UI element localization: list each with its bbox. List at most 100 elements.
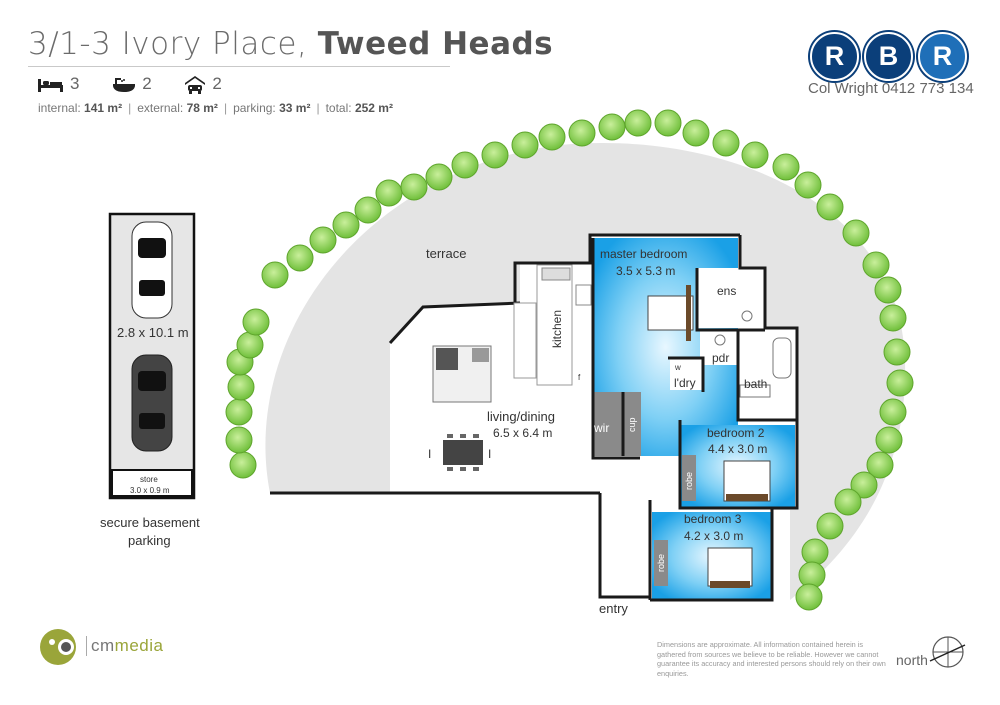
- cup-label: cup: [627, 417, 637, 432]
- robe-b2-label: robe: [684, 472, 694, 490]
- store-room: [111, 469, 193, 497]
- wir-room: [593, 392, 623, 456]
- tree: [481, 141, 509, 169]
- tree: [286, 244, 314, 272]
- tree: [225, 398, 253, 426]
- garden-trees: [225, 109, 914, 611]
- car-icon: [185, 75, 206, 94]
- bedroom-3-label: bedroom 3: [684, 512, 742, 526]
- living-label: living/dining: [487, 409, 555, 424]
- robe-b2: [682, 455, 696, 501]
- tree: [772, 153, 800, 181]
- basement-label-1: secure basement: [100, 515, 200, 530]
- tree: [598, 113, 626, 141]
- pdr-label: pdr: [712, 351, 729, 365]
- bedroom-2-bed: [723, 460, 771, 502]
- tree: [332, 211, 360, 239]
- dining-chair: [447, 467, 453, 471]
- tree: [425, 163, 453, 191]
- tree: [712, 129, 740, 157]
- logo-letter: R: [918, 32, 967, 81]
- tree: [451, 151, 479, 179]
- title-divider: [28, 66, 450, 67]
- total-value: 252 m²: [354, 101, 393, 115]
- tree: [624, 109, 652, 137]
- tree: [886, 369, 914, 397]
- separator: |: [223, 101, 228, 115]
- area-summary: internal: 141 m²|external: 78 m²|parking…: [38, 101, 393, 115]
- dining-i-left: I: [428, 447, 431, 461]
- kitchen-bench: [536, 264, 573, 386]
- kitchen-sink: [541, 267, 571, 281]
- tree: [227, 373, 255, 401]
- cmmedia-wordmark: cmmedia: [91, 636, 163, 656]
- property-features: 3 2 2: [38, 74, 250, 96]
- coffee-table: [436, 348, 458, 370]
- tree: [261, 261, 289, 289]
- compass-icon: [929, 636, 966, 668]
- tree: [568, 119, 596, 147]
- kitchen-label: kitchen: [550, 310, 564, 348]
- car-black: [131, 354, 173, 452]
- store-size: 3.0 x 0.9 m: [130, 486, 170, 495]
- tree: [842, 219, 870, 247]
- tree: [400, 173, 428, 201]
- master-size: 3.5 x 5.3 m: [616, 264, 675, 278]
- cooktop: [575, 284, 592, 306]
- agency-logo: R B R: [808, 32, 967, 82]
- parking-feature: 2: [184, 74, 222, 95]
- tree: [354, 196, 382, 224]
- ensuite-label: ens: [717, 284, 736, 298]
- fridge-label: f: [578, 373, 581, 382]
- north-label: north: [896, 652, 928, 668]
- bedroom-2-size: 4.4 x 3.0 m: [708, 442, 767, 456]
- brand-cm: cm: [91, 636, 115, 655]
- tree: [862, 251, 890, 279]
- parking-value: 33 m²: [279, 101, 311, 115]
- internal-value: 141 m²: [84, 101, 123, 115]
- bedrooms-feature: 3: [38, 74, 79, 94]
- tree: [879, 398, 907, 426]
- tree: [375, 179, 403, 207]
- brand-media: media: [114, 636, 164, 655]
- wir-label: wir: [593, 421, 609, 435]
- tree: [741, 141, 769, 169]
- bath-icon: [113, 77, 136, 92]
- tree: [309, 226, 337, 254]
- dining-chair: [460, 467, 466, 471]
- tree: [511, 131, 539, 159]
- laundry-w-label: w: [674, 363, 681, 372]
- tree: [816, 193, 844, 221]
- tree: [875, 426, 903, 454]
- dining-chair: [447, 434, 453, 438]
- ensuite-toilet: [741, 310, 753, 322]
- parking-size: 2.8 x 10.1 m: [117, 325, 189, 340]
- bed-icon: [38, 78, 63, 92]
- armchair: [472, 348, 489, 362]
- bathrooms-count: 2: [142, 74, 152, 93]
- internal-label: internal:: [38, 101, 81, 115]
- bath-label: bath: [744, 377, 767, 391]
- bedrooms-count: 3: [70, 74, 80, 93]
- dining-table: [443, 440, 483, 465]
- logo-letter: R: [810, 32, 859, 81]
- tree: [816, 512, 844, 540]
- basement-label-2: parking: [128, 533, 171, 548]
- suburb: Tweed Heads: [317, 26, 554, 62]
- disclaimer: Dimensions are approximate. All informat…: [657, 640, 886, 678]
- robe-b3-label: robe: [656, 554, 666, 572]
- agent-contact: Col Wright 0412 773 134: [808, 80, 974, 97]
- tree: [236, 331, 264, 359]
- tree: [795, 583, 823, 611]
- cup-room: [623, 392, 641, 456]
- tree: [794, 171, 822, 199]
- bedroom-2-label: bedroom 2: [707, 426, 765, 440]
- master-label: master bedroom: [600, 247, 687, 261]
- store-label: store: [140, 475, 158, 484]
- entry-label: entry: [599, 601, 628, 616]
- tree: [242, 308, 270, 336]
- address: 3/1-3 Ivory Place,: [28, 26, 318, 62]
- master-bed: [647, 285, 694, 341]
- cmmedia-logo: [40, 629, 76, 665]
